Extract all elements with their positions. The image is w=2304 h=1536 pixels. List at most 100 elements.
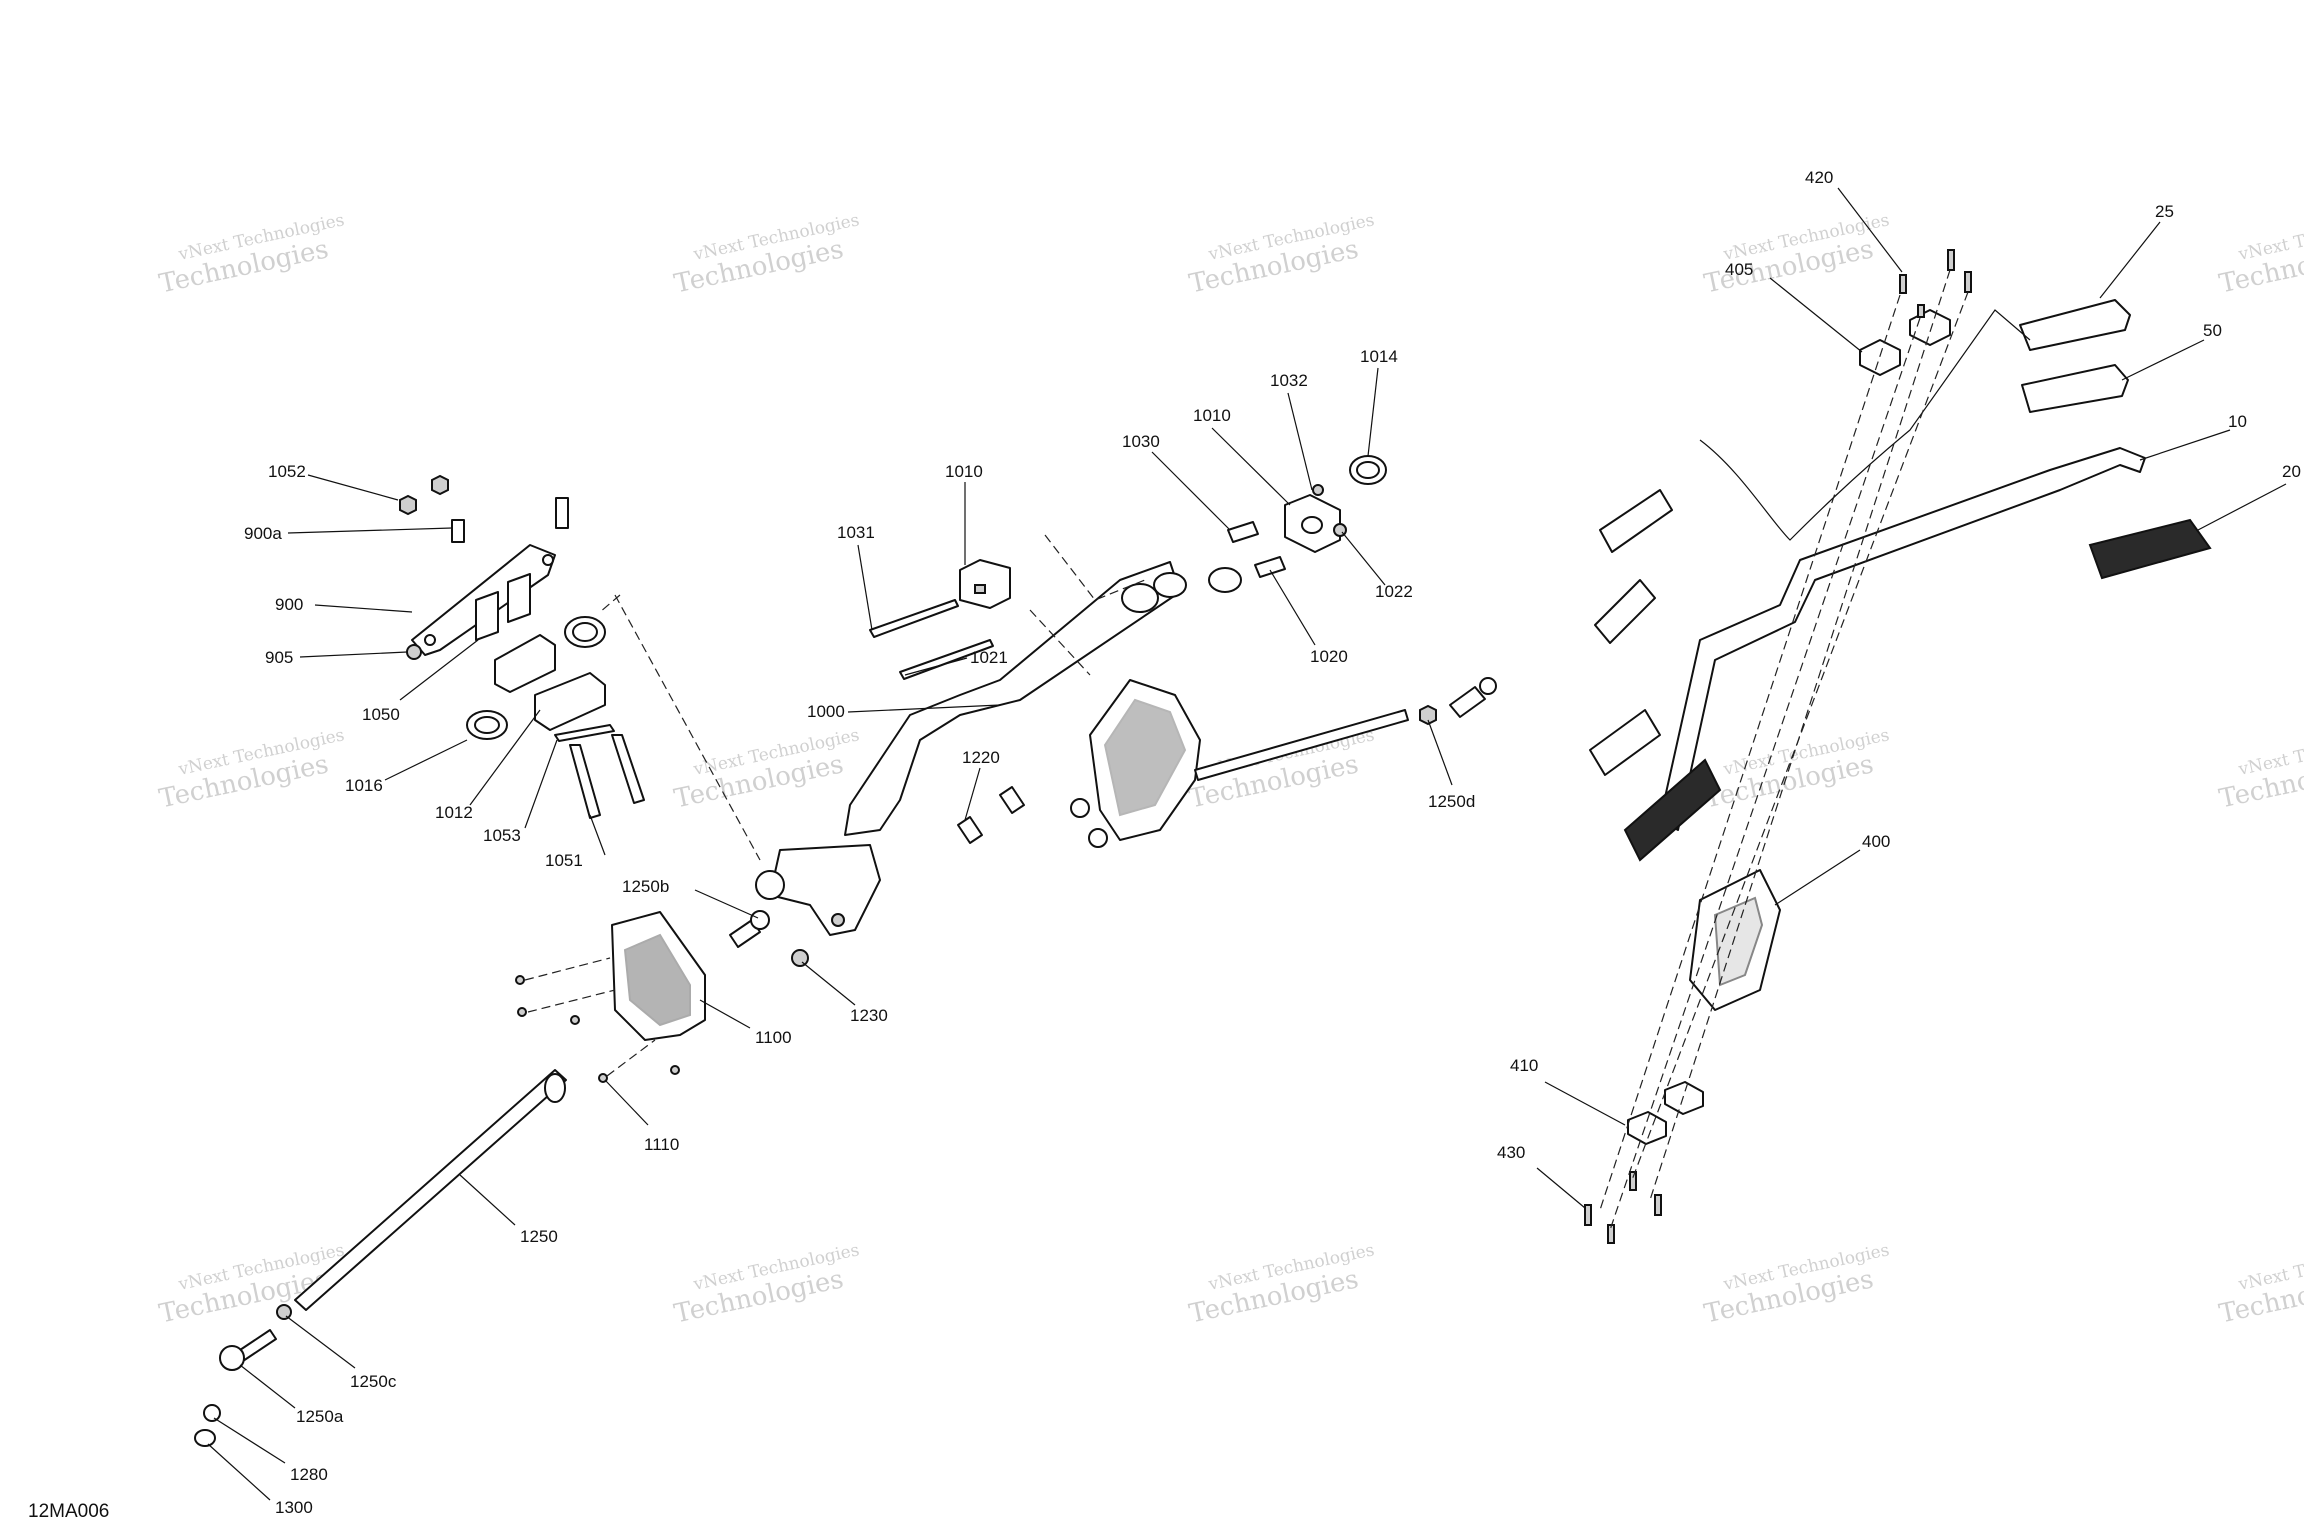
clamp-1010-bolt-hole	[974, 584, 986, 594]
leader	[1269, 569, 1316, 646]
screw	[670, 1065, 680, 1075]
callout-1000: 1000	[807, 702, 845, 721]
leader	[694, 889, 759, 919]
leader	[801, 961, 856, 1006]
nut-1300	[194, 1429, 216, 1447]
upper-housing-inner	[1103, 698, 1187, 817]
callout-1010a: 1010	[945, 462, 983, 481]
rod-end-1250d	[1449, 686, 1486, 718]
nut-1032	[1312, 484, 1324, 496]
screw	[570, 1015, 580, 1025]
upper-housing-mount	[1088, 828, 1108, 848]
callout-1300: 1300	[275, 1498, 313, 1517]
callout-1022: 1022	[1375, 582, 1413, 601]
watermark: vNext Technologies Technologies	[672, 1240, 862, 1329]
bolt-1051	[611, 734, 645, 804]
assembly-line	[1044, 534, 1146, 601]
callout-1230: 1230	[850, 1006, 888, 1025]
watermark: vNext Technologies Technologies	[1187, 210, 1377, 299]
assembly-line	[606, 1039, 656, 1077]
leader	[2121, 339, 2205, 381]
upper-housing-mount	[1070, 798, 1090, 818]
callout-25: 25	[2155, 202, 2174, 221]
leader	[1536, 1167, 1586, 1209]
washer-1280	[203, 1404, 221, 1422]
bolt-1220	[999, 786, 1025, 814]
leader	[1211, 427, 1291, 506]
callout-1020: 1020	[1310, 647, 1348, 666]
leader	[1151, 451, 1231, 531]
leader	[1287, 392, 1313, 491]
assembly-line	[1649, 269, 1951, 1201]
callout-905: 905	[265, 648, 293, 667]
leader	[1341, 531, 1386, 586]
watermark: vNext Technologies Technologies	[1702, 210, 1892, 299]
bracket-hole	[424, 634, 436, 646]
leader	[1769, 277, 1863, 353]
assembly-line	[527, 989, 616, 1013]
leader	[964, 767, 981, 821]
nut-1250c	[276, 1304, 292, 1320]
screw	[517, 1007, 527, 1017]
leader	[213, 1417, 286, 1464]
bolt-1021	[899, 639, 994, 680]
callout-1250c: 1250c	[350, 1372, 397, 1391]
watermark: vNext Technologies Technologies	[1702, 1240, 1892, 1329]
leader	[285, 1315, 356, 1369]
tie-rod-upper	[1194, 709, 1409, 781]
callout-420: 420	[1805, 168, 1833, 187]
callout-1110: 1110	[644, 1135, 679, 1154]
rod-end-eye	[1479, 677, 1497, 695]
clamp-405	[1859, 339, 1901, 376]
nut-905	[406, 644, 422, 660]
leader	[399, 639, 479, 701]
upper-housing	[1089, 679, 1201, 841]
clamp-upper-block	[494, 634, 556, 693]
grip-20	[2088, 518, 2212, 580]
leader	[1544, 1081, 1626, 1126]
callout-1220: 1220	[962, 748, 1000, 767]
bolt-420	[1917, 304, 1925, 318]
bolt-1051	[569, 744, 601, 819]
leader	[904, 657, 968, 676]
ring-1014-inner	[1356, 461, 1380, 479]
column-sleeve	[1153, 572, 1187, 598]
leader	[589, 814, 606, 856]
bolt-430	[1629, 1171, 1637, 1191]
clamp-1050	[507, 573, 531, 623]
leader	[207, 1443, 271, 1501]
steering-housings	[515, 677, 1497, 1083]
column-sleeve	[1121, 583, 1159, 613]
callout-20: 20	[2282, 462, 2301, 481]
callout-labels: 1052 900a 900 905 1050 1016 1012 1053 10…	[244, 168, 2301, 1517]
assembly-line	[1029, 609, 1091, 676]
housing-1100	[611, 911, 706, 1041]
callout-1250: 1250	[520, 1227, 558, 1246]
clamp-top	[1909, 309, 1951, 346]
callout-1250b: 1250b	[622, 877, 669, 896]
handlebar-10	[1659, 447, 2146, 831]
bushing-1016-inner	[474, 716, 500, 734]
bolt-420	[1947, 249, 1955, 271]
callout-1012: 1012	[435, 803, 473, 822]
leader	[524, 739, 558, 829]
clamp-410	[1664, 1081, 1704, 1115]
nut-1052	[399, 494, 417, 516]
leader	[604, 1079, 649, 1126]
assembly-line	[1609, 317, 1921, 1231]
bushing-upper-inner	[572, 622, 598, 642]
leader	[384, 739, 468, 781]
housing-1100-inner	[623, 933, 691, 1027]
leader	[1774, 849, 1861, 906]
tie-rod-boot	[544, 1073, 566, 1103]
leader	[2099, 221, 2161, 299]
leader	[857, 544, 873, 631]
bracket-hole	[542, 554, 554, 566]
assembly-line	[614, 594, 761, 861]
watermark: vNext Technologies Technologies	[672, 725, 862, 814]
spacer-1020	[1254, 556, 1286, 578]
washer-1230	[791, 949, 809, 967]
callout-410: 410	[1510, 1056, 1538, 1075]
pitman-joint	[755, 870, 785, 900]
